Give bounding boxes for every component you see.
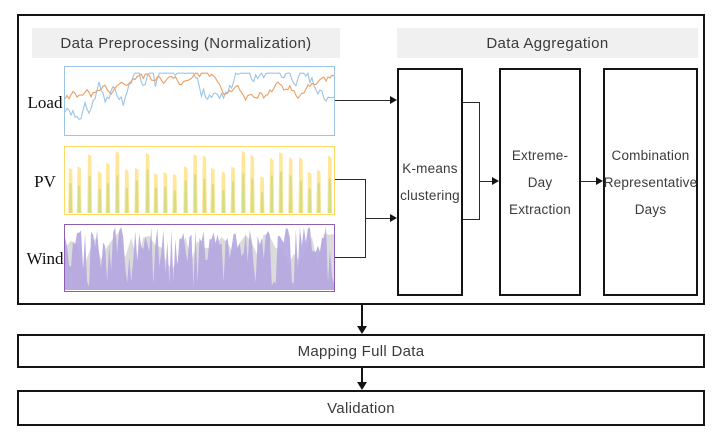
merge-to-kmeans-arrowhead-icon — [390, 214, 397, 222]
pv-label: PV — [34, 172, 56, 191]
wind-timeseries-chart — [64, 224, 335, 292]
panel-to-mapping-arrowhead-icon — [357, 326, 367, 334]
mapping-full-data-box: Mapping Full Data — [17, 334, 705, 368]
wind-out-line — [335, 257, 366, 259]
merge-to-kmeans-line — [365, 218, 390, 220]
pv-out-line — [335, 179, 366, 181]
load-to-kmeans-arrowhead-icon — [390, 96, 397, 104]
kmeans-out-bottom-line — [463, 219, 480, 221]
load-label: Load — [27, 93, 63, 112]
load-timeseries-chart — [64, 66, 335, 136]
validation-box: Validation — [17, 390, 705, 426]
extreme-day-extraction-box: Extreme- Day Extraction — [499, 68, 581, 296]
panel-to-mapping-line — [361, 305, 363, 326]
combination-representative-days-box: Combination Representative Days — [603, 68, 698, 296]
preprocessing-header: Data Preprocessing (Normalization) — [32, 28, 340, 58]
combo-line-2: Representative — [603, 174, 698, 190]
kmeans-out-merge-line — [479, 102, 481, 220]
kmeans-to-extreme-line — [479, 181, 492, 183]
validation-label: Validation — [327, 399, 395, 417]
extreme-line-2: Day — [527, 174, 553, 190]
aggregation-header: Data Aggregation — [397, 28, 698, 58]
extreme-to-combo-arrowhead-icon — [596, 177, 603, 185]
kmeans-line-1: K-means — [402, 161, 458, 176]
combo-line-1: Combination — [611, 147, 690, 163]
mapping-to-validation-arrowhead-icon — [357, 382, 367, 390]
load-to-kmeans-line — [335, 100, 390, 102]
pv-timeseries-chart — [64, 146, 335, 215]
aggregation-title: Data Aggregation — [486, 34, 609, 52]
kmeans-out-top-line — [463, 102, 480, 104]
wind-label: Wind — [26, 249, 64, 268]
extreme-line-1: Extreme- — [511, 147, 569, 163]
extreme-to-combo-line — [581, 181, 596, 183]
mapping-to-validation-line — [361, 368, 363, 382]
extreme-line-3: Extraction — [508, 201, 572, 217]
mapping-full-data-label: Mapping Full Data — [297, 342, 425, 360]
kmeans-clustering-box: K-means clustering — [397, 68, 463, 296]
combo-line-3: Days — [634, 201, 667, 217]
kmeans-to-extreme-arrowhead-icon — [492, 177, 499, 185]
preprocessing-title: Data Preprocessing (Normalization) — [60, 34, 312, 52]
kmeans-line-2: clustering — [400, 188, 460, 203]
